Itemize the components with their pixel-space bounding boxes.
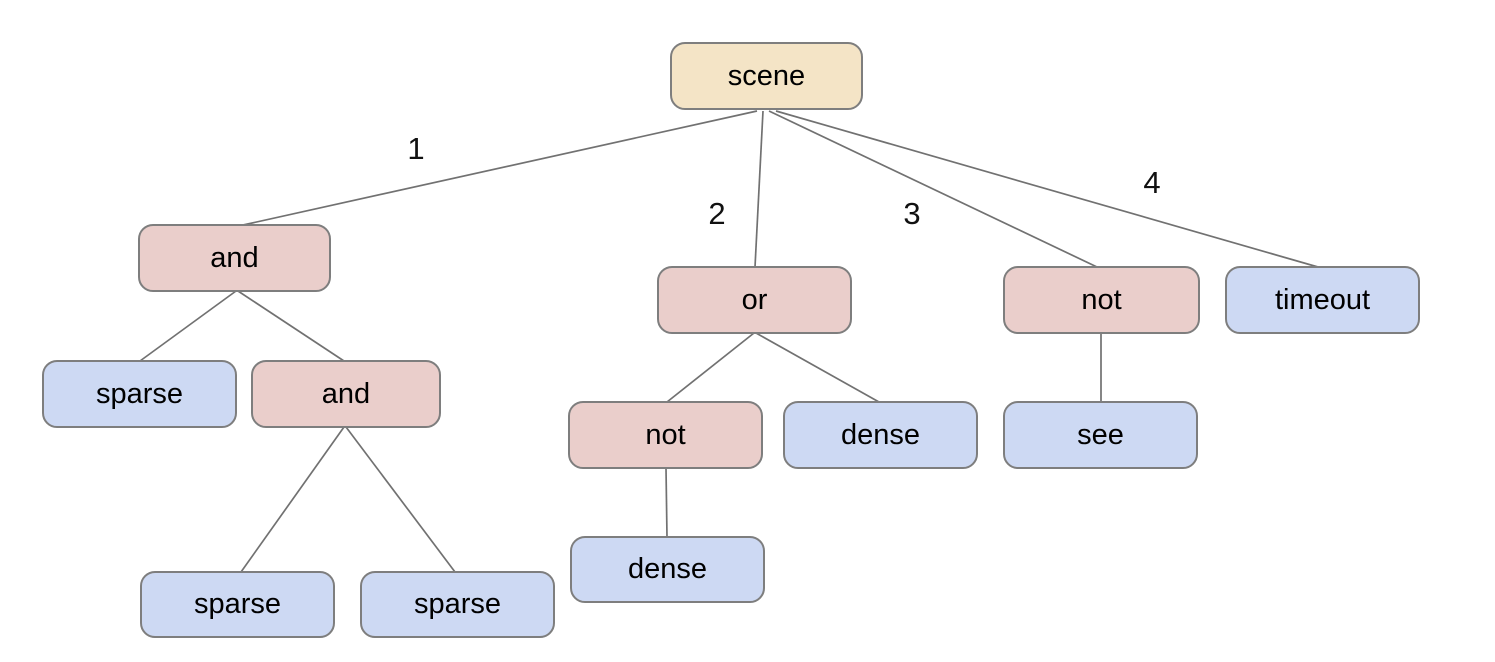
edge-label-3: 3 [903,196,921,231]
edge-or-dense [755,332,880,403]
node-not-inner: not [568,401,763,469]
edge-or-not [666,332,755,403]
edge-not-dense [665,467,668,538]
node-not: not [1003,266,1200,334]
node-scene: scene [670,42,863,110]
edge-and-sparse [139,290,237,362]
edge-and-and2 [237,290,345,362]
edge-scene-timeout [775,110,1319,268]
edge-scene-or [754,110,764,268]
node-dense-right: dense [783,401,978,469]
node-and: and [138,224,331,292]
edge-scene-and [242,110,758,226]
node-dense-bottom: dense [570,536,765,603]
node-or: or [657,266,852,334]
edge-label-2: 2 [708,196,726,231]
node-sparse-left: sparse [42,360,237,428]
edge-scene-not [768,110,1098,268]
node-see: see [1003,401,1198,469]
edge-label-4: 4 [1143,165,1161,200]
node-sparse-bottom-right: sparse [360,571,555,638]
node-timeout: timeout [1225,266,1420,334]
edge-label-1: 1 [407,131,425,166]
node-and-inner: and [251,360,441,428]
edge-and2-sparse-r [345,426,456,573]
edge-and2-sparse-l [240,426,345,573]
node-sparse-bottom-left: sparse [140,571,335,638]
